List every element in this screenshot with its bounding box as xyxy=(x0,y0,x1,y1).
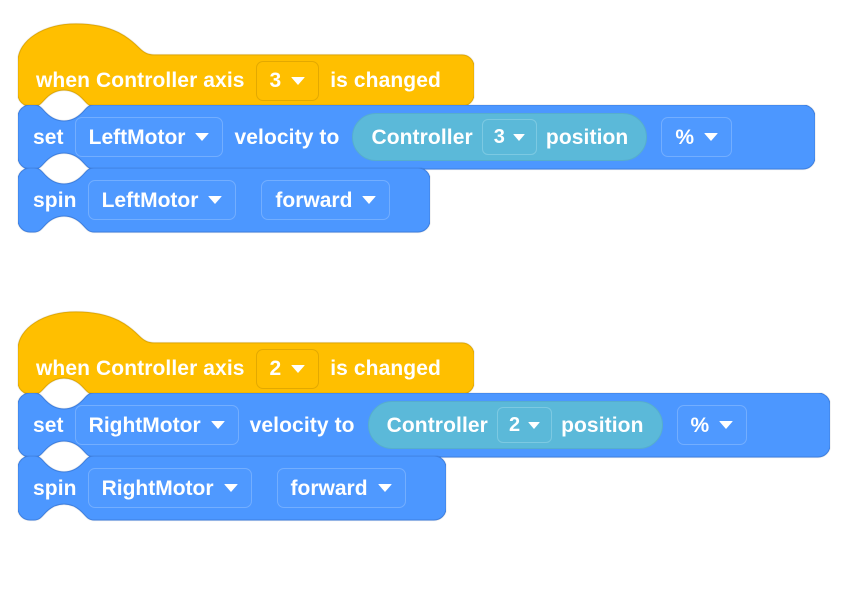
direction-dropdown-value: forward xyxy=(290,476,368,500)
chevron-down-icon xyxy=(362,196,377,204)
hat-label-prefix: when Controller axis xyxy=(36,69,245,92)
units-dropdown-value: % xyxy=(675,125,695,149)
motor-dropdown[interactable]: RightMotor xyxy=(74,405,239,445)
motor-dropdown-value: LeftMotor xyxy=(101,188,199,212)
motor-dropdown[interactable]: LeftMotor xyxy=(87,180,237,220)
hat-label-prefix: when Controller axis xyxy=(36,357,245,380)
reporter-axis-value: 2 xyxy=(508,414,521,436)
reporter-controller-axis-position[interactable]: Controller 2 position xyxy=(367,401,663,449)
spin-keyword-label: spin xyxy=(33,476,77,500)
units-dropdown[interactable]: % xyxy=(676,405,748,445)
motor-dropdown-value: LeftMotor xyxy=(88,125,186,149)
motor-dropdown-value: RightMotor xyxy=(101,476,214,500)
reporter-controller-axis-position[interactable]: Controller 3 position xyxy=(352,113,648,161)
chevron-down-icon xyxy=(223,484,238,492)
chevron-down-icon xyxy=(528,421,541,429)
block-spin-motor[interactable]: spin LeftMotor forward xyxy=(18,168,430,233)
script-stack-right-motor[interactable]: when Controller axis 2 is changed set Ri… xyxy=(18,310,830,521)
motor-dropdown[interactable]: RightMotor xyxy=(87,468,252,508)
motor-dropdown[interactable]: LeftMotor xyxy=(74,117,224,157)
set-keyword-label: set xyxy=(33,125,64,149)
hat-block-content: when Controller axis 3 is changed xyxy=(18,55,441,106)
set-block-content: set LeftMotor velocity to Controller 3 p… xyxy=(18,105,743,169)
chevron-down-icon xyxy=(210,421,225,429)
chevron-down-icon xyxy=(377,484,392,492)
units-dropdown-value: % xyxy=(690,413,710,437)
spin-keyword-label: spin xyxy=(33,188,77,212)
motor-dropdown-value: RightMotor xyxy=(88,413,201,437)
chevron-down-icon xyxy=(208,196,223,204)
hat-block-content: when Controller axis 2 is changed xyxy=(18,343,441,394)
axis-dropdown[interactable]: 2 xyxy=(255,348,320,389)
direction-dropdown-value: forward xyxy=(275,188,353,212)
chevron-down-icon xyxy=(291,76,306,85)
hat-label-suffix: is changed xyxy=(330,69,441,92)
block-set-motor-velocity[interactable]: set RightMotor velocity to Controller 2 … xyxy=(18,393,830,458)
reporter-suffix-label: position xyxy=(561,413,644,437)
reporter-axis-value: 3 xyxy=(493,126,505,148)
chevron-down-icon xyxy=(719,421,734,429)
hat-label-suffix: is changed xyxy=(330,357,441,380)
reporter-suffix-label: position xyxy=(545,125,629,149)
velocity-to-label: velocity to xyxy=(249,413,355,437)
chevron-down-icon xyxy=(704,133,719,141)
reporter-prefix-label: Controller xyxy=(386,413,488,437)
axis-dropdown[interactable]: 3 xyxy=(255,60,320,101)
direction-dropdown[interactable]: forward xyxy=(276,468,406,508)
block-spin-motor[interactable]: spin RightMotor forward xyxy=(18,456,446,521)
hat-block-when-controller-axis-changed[interactable]: when Controller axis 2 is changed xyxy=(18,310,474,394)
spin-block-content: spin LeftMotor forward xyxy=(18,168,401,232)
reporter-prefix-label: Controller xyxy=(371,125,473,149)
script-stack-left-motor[interactable]: when Controller axis 3 is changed set Le… xyxy=(18,22,815,233)
spin-block-content: spin RightMotor forward xyxy=(18,456,417,520)
set-keyword-label: set xyxy=(33,413,64,437)
units-dropdown[interactable]: % xyxy=(661,117,733,157)
axis-dropdown-value: 3 xyxy=(269,69,282,92)
reporter-axis-dropdown[interactable]: 2 xyxy=(496,407,553,443)
chevron-down-icon xyxy=(195,133,210,141)
reporter-axis-dropdown[interactable]: 3 xyxy=(481,119,537,155)
hat-block-when-controller-axis-changed[interactable]: when Controller axis 3 is changed xyxy=(18,22,474,106)
chevron-down-icon xyxy=(291,364,306,373)
chevron-down-icon xyxy=(512,133,525,141)
axis-dropdown-value: 2 xyxy=(269,357,282,380)
set-block-content: set RightMotor velocity to Controller 2 … xyxy=(18,393,758,457)
block-set-motor-velocity[interactable]: set LeftMotor velocity to Controller 3 p… xyxy=(18,105,815,170)
direction-dropdown[interactable]: forward xyxy=(261,180,391,220)
velocity-to-label: velocity to xyxy=(234,125,340,149)
